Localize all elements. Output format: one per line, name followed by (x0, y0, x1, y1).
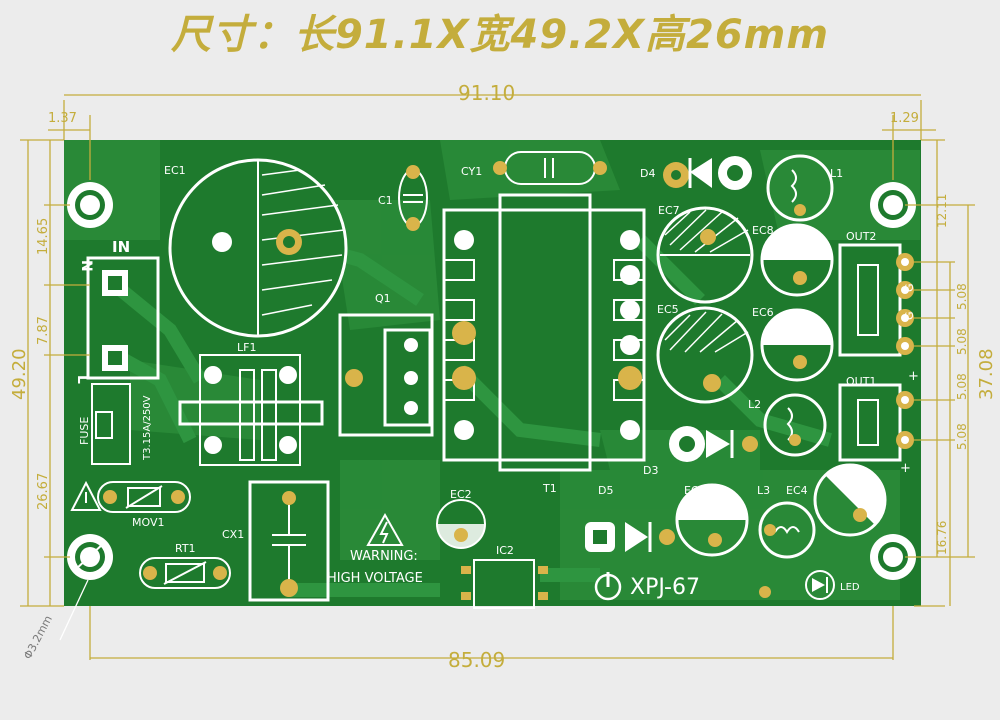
inductor-l2 (763, 393, 827, 457)
label-plus2: + (900, 461, 911, 476)
mounting-hole-bottom-left (67, 534, 113, 580)
dim-top-left: 1.37 (48, 111, 77, 126)
capacitor-cy1 (493, 151, 607, 185)
capacitor-ec1 (168, 158, 348, 338)
label-g2: G (903, 311, 916, 320)
label-g1: G (903, 283, 916, 292)
label-d3: D3 (643, 464, 658, 477)
dim-top-right: 1.29 (890, 111, 919, 126)
diode-d5 (585, 522, 675, 552)
mounting-hole-top-left (67, 182, 113, 228)
filter-lf1 (178, 354, 324, 466)
dim-top-total: 91.10 (458, 81, 515, 105)
diode-d3 (669, 426, 758, 462)
label-ec6: EC6 (752, 306, 774, 319)
capacitor-ec4 (813, 463, 887, 537)
label-ec8: EC8 (752, 224, 774, 237)
capacitor-ec2 (436, 499, 486, 549)
label-ec5: EC5 (657, 303, 679, 316)
high-voltage-icon (366, 512, 404, 546)
label-plus1: + (908, 369, 919, 384)
label-model: XPJ-67 (630, 575, 700, 600)
capacitor-c1 (398, 165, 428, 231)
dimension-labels: 91.10 1.37 1.29 85.09 49.20 14.65 7.87 2… (9, 81, 997, 672)
dim-left-total: 49.20 (9, 348, 30, 400)
transistor-q1 (338, 313, 434, 437)
fuse (91, 383, 131, 465)
dim-right-top: 12.11 (935, 194, 949, 228)
label-ec2: EC2 (450, 488, 472, 501)
mounting-holes (67, 182, 916, 580)
label-d5: D5 (598, 484, 613, 497)
dim-right-bottom: 16.76 (935, 521, 949, 555)
label-c1: C1 (378, 194, 393, 207)
power-logo-icon (594, 572, 622, 601)
label-l: L (74, 375, 90, 384)
label-in: IN (112, 238, 130, 256)
mounting-hole-bottom-right (870, 534, 916, 580)
capacitor-ec7 (656, 206, 754, 304)
led-indicator (759, 570, 835, 600)
dim-right-total: 37.08 (976, 348, 997, 400)
mounting-hole-top-right (870, 182, 916, 228)
label-cy1: CY1 (461, 165, 482, 178)
label-out1: OUT1 (846, 375, 876, 388)
input-connector (86, 256, 160, 380)
label-cx1: CX1 (222, 528, 244, 541)
label-warning: WARNING: (350, 549, 418, 564)
warning-icon (70, 480, 102, 511)
capacitor-ec5 (656, 306, 754, 404)
capacitor-ec3 (675, 483, 749, 557)
label-n: N (78, 260, 94, 272)
label-ec4: EC4 (786, 484, 808, 497)
label-mov1: MOV1 (132, 516, 164, 529)
output-connector-out1 (838, 383, 914, 462)
label-l3: L3 (757, 484, 770, 497)
dim-left-upper: 14.65 (36, 218, 51, 255)
label-rt1: RT1 (175, 542, 196, 555)
diode-d4 (663, 156, 752, 190)
dim-hole-diameter: Φ3.2mm (21, 613, 55, 661)
dim-left-mid: 7.87 (36, 316, 51, 345)
label-ec7: EC7 (658, 204, 680, 217)
label-q1: Q1 (375, 292, 391, 305)
dim-right-pitch-d: 5.08 (955, 423, 969, 450)
label-high-voltage: HIGH VOLTAGE (327, 571, 423, 586)
dim-right-pitch-c: 5.08 (955, 373, 969, 400)
label-l2: L2 (748, 398, 761, 411)
dimension-lines (20, 94, 975, 660)
dim-bottom-total: 85.09 (448, 648, 505, 672)
label-t1: T1 (542, 482, 557, 495)
dim-right-pitch-a: 5.08 (955, 283, 969, 310)
label-ec3: EC3 (684, 484, 706, 497)
label-ic2: IC2 (496, 544, 514, 557)
capacitor-ec8 (760, 223, 834, 297)
label-out2: OUT2 (846, 230, 876, 243)
label-l1: L1 (830, 167, 843, 180)
capacitor-ec6 (760, 308, 834, 382)
dim-right-pitch-b: 5.08 (955, 328, 969, 355)
transformer-t1 (442, 193, 646, 472)
dim-left-lower: 26.67 (36, 473, 51, 510)
thermistor-rt1 (139, 557, 231, 589)
varistor-mov1 (97, 481, 191, 513)
label-lf1: LF1 (237, 341, 256, 354)
label-d4: D4 (640, 167, 655, 180)
label-ec1: EC1 (164, 164, 186, 177)
label-fuse: FUSE (78, 417, 91, 445)
label-led: LED (840, 582, 860, 593)
inductor-l1 (766, 154, 834, 222)
chip-ic2 (461, 559, 548, 609)
capacitor-cx1 (248, 480, 330, 602)
output-connector-out2 (838, 243, 914, 357)
inductor-l3 (758, 501, 816, 559)
page-title: 尺寸：长91.1X宽49.2X高26mm (170, 12, 830, 58)
label-fuse-rating: T3.15A/250V (142, 395, 153, 461)
